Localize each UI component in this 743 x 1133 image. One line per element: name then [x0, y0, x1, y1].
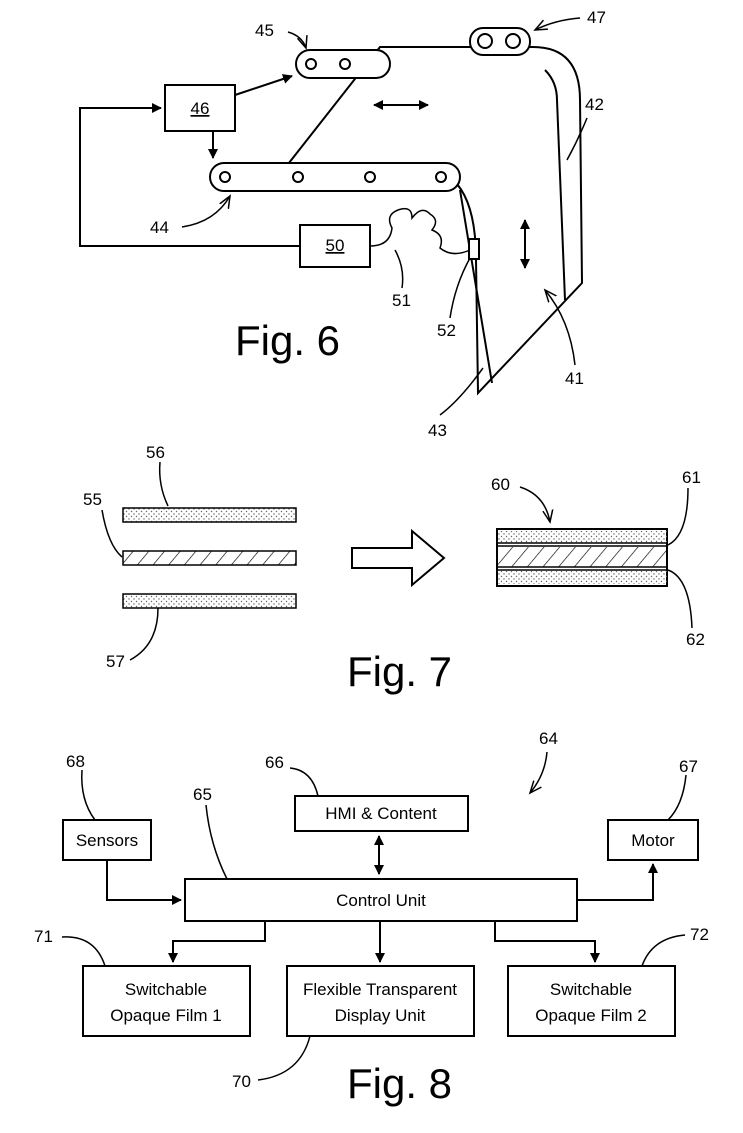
ref-55: 55: [83, 490, 102, 509]
ref-64: 64: [539, 729, 558, 748]
leader-65: [205, 804, 228, 880]
ref-61: 61: [682, 468, 701, 487]
ref-42: 42: [585, 95, 604, 114]
ref-46: 46: [191, 99, 210, 118]
ref-56: 56: [146, 443, 165, 462]
ref-41: 41: [565, 369, 584, 388]
leader-52: [449, 257, 471, 319]
leader-67: [667, 774, 687, 821]
process-arrow: [351, 528, 446, 588]
opaque-film-1-line2: Opaque Film 1: [110, 1006, 222, 1025]
ref-50: 50: [326, 236, 345, 255]
leader-45: [287, 31, 306, 48]
leader-51: [394, 249, 404, 289]
leader-42: [566, 117, 588, 161]
sensors-label: Sensors: [76, 831, 138, 850]
arrow-sensors-to-control: [106, 860, 182, 905]
ref-62: 62: [686, 630, 705, 649]
leader-62: [667, 569, 693, 629]
fig6-title: Fig. 6: [235, 317, 340, 364]
sensors-block: [62, 819, 152, 861]
wire-51: [369, 207, 471, 255]
ref-60: 60: [491, 475, 510, 494]
film-56: [122, 507, 297, 523]
display-left-edge: [459, 189, 493, 384]
leader-64: [530, 751, 548, 793]
arrow-control-to-film2: [494, 921, 600, 963]
ref-51: 51: [392, 291, 411, 310]
leader-55: [101, 509, 123, 558]
film-57: [122, 593, 297, 609]
feedback-line-50-to-46: [79, 103, 300, 247]
ref-68: 68: [66, 752, 85, 771]
ref-47: 47: [587, 8, 606, 27]
ref-45: 45: [255, 21, 274, 40]
fig8-title: Fig. 8: [347, 1060, 452, 1107]
leader-41: [545, 290, 576, 366]
controller-46-box: [164, 84, 236, 132]
ref-72: 72: [690, 925, 709, 944]
leader-68: [81, 769, 96, 821]
ref-44: 44: [150, 218, 169, 237]
opaque-film-2-line2: Opaque Film 2: [535, 1006, 647, 1025]
ref-52: 52: [437, 321, 456, 340]
display-inner-edge: [544, 69, 566, 301]
hmi-label: HMI & Content: [325, 804, 437, 823]
leader-56: [158, 461, 169, 507]
opaque-film-1-line1: Switchable: [125, 980, 207, 999]
opaque-film-2-block: [507, 965, 676, 1037]
fig6: 46 50 45 47 42 44 51 52 41 43 Fig. 6: [79, 8, 606, 440]
display-unit-block: [286, 965, 475, 1037]
leader-72: [641, 934, 686, 967]
fig7-title: Fig. 7: [347, 648, 452, 695]
sensor-50-box: [299, 224, 371, 268]
opaque-film-1-block: [82, 965, 251, 1037]
arrow-control-to-motor: [577, 863, 658, 901]
leader-44: [181, 196, 230, 228]
ref-70: 70: [232, 1072, 251, 1091]
arrow-control-to-film1: [168, 921, 266, 963]
motor-label: Motor: [631, 831, 675, 850]
ref-43: 43: [428, 421, 447, 440]
fig7: 56 55 57 60 61 62 Fig. 7: [83, 443, 705, 695]
ref-65: 65: [193, 785, 212, 804]
leader-71: [61, 936, 106, 967]
ref-67: 67: [679, 757, 698, 776]
belt-44: [209, 162, 461, 192]
leader-43: [439, 367, 484, 416]
sensor-52: [468, 238, 480, 260]
laminate-60: [496, 528, 668, 587]
display-unit-line1: Flexible Transparent: [303, 980, 457, 999]
ref-57: 57: [106, 652, 125, 671]
leader-57: [129, 607, 159, 661]
leader-70: [257, 1035, 311, 1081]
roller-47: [469, 27, 531, 56]
leader-66: [289, 767, 319, 797]
leader-61: [667, 487, 689, 546]
hmi-block: [294, 795, 469, 832]
fig8: Sensors HMI & Content Motor Control Unit…: [34, 729, 709, 1107]
belt-45: [295, 49, 391, 79]
arrow-46-to-45: [234, 74, 293, 96]
motor-block: [607, 819, 699, 861]
display-unit-line2: Display Unit: [335, 1006, 426, 1025]
leader-47: [535, 17, 581, 30]
opaque-film-2-line1: Switchable: [550, 980, 632, 999]
control-unit-label: Control Unit: [336, 891, 426, 910]
layer-55: [122, 550, 297, 566]
ref-71: 71: [34, 927, 53, 946]
leader-60: [519, 486, 550, 522]
ref-66: 66: [265, 753, 284, 772]
